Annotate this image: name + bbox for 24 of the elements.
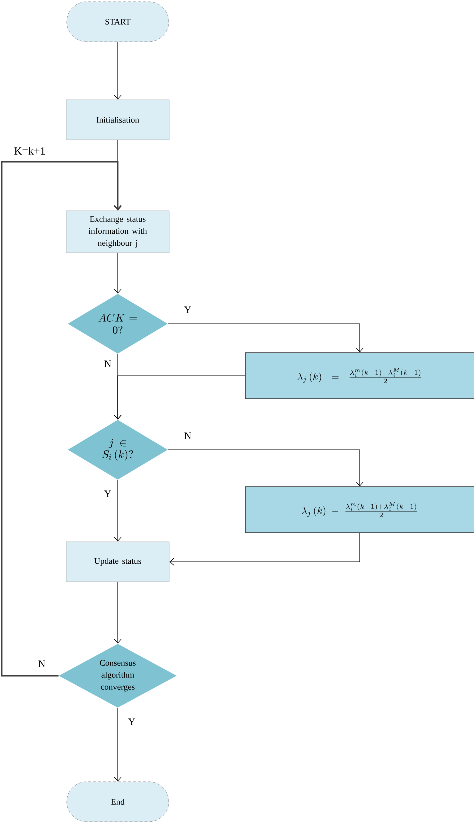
start-terminal: START xyxy=(66,2,170,42)
arrow xyxy=(114,354,122,420)
arrow xyxy=(1,161,122,677)
process-box: Initialisation xyxy=(66,100,170,140)
edge-label: N xyxy=(183,432,193,440)
formula-box: $\lambda_j\left(k\right)=\frac{\lambda_i^m\left(k-1\right)+\lambda_i^M\left(k-1\right)}{2}$ xyxy=(245,352,474,400)
process-box: Update status xyxy=(66,542,170,582)
arrow xyxy=(170,533,360,566)
formula-box: $\lambda_j\left(k\right)-\frac{\lambda_i^m\left(k-1\right)+\lambda_i^M\left(k-1\right)}{2}$ xyxy=(245,486,474,534)
edge-label: Y xyxy=(103,490,113,498)
arrow xyxy=(114,708,122,782)
arrow xyxy=(168,324,364,353)
arrow xyxy=(114,582,122,644)
loop-label: K=k+1 xyxy=(14,147,45,155)
edge-label: N xyxy=(103,360,113,368)
edge-label: N xyxy=(37,660,47,668)
edge-label: Y xyxy=(127,718,137,726)
arrow xyxy=(114,252,122,294)
arrow xyxy=(114,480,122,542)
process-box: Exchange status information with neighbour j xyxy=(66,210,170,254)
arrow xyxy=(114,42,122,100)
edge-label: Y xyxy=(183,306,193,314)
arrow xyxy=(168,450,364,487)
end-terminal: End xyxy=(66,782,170,822)
